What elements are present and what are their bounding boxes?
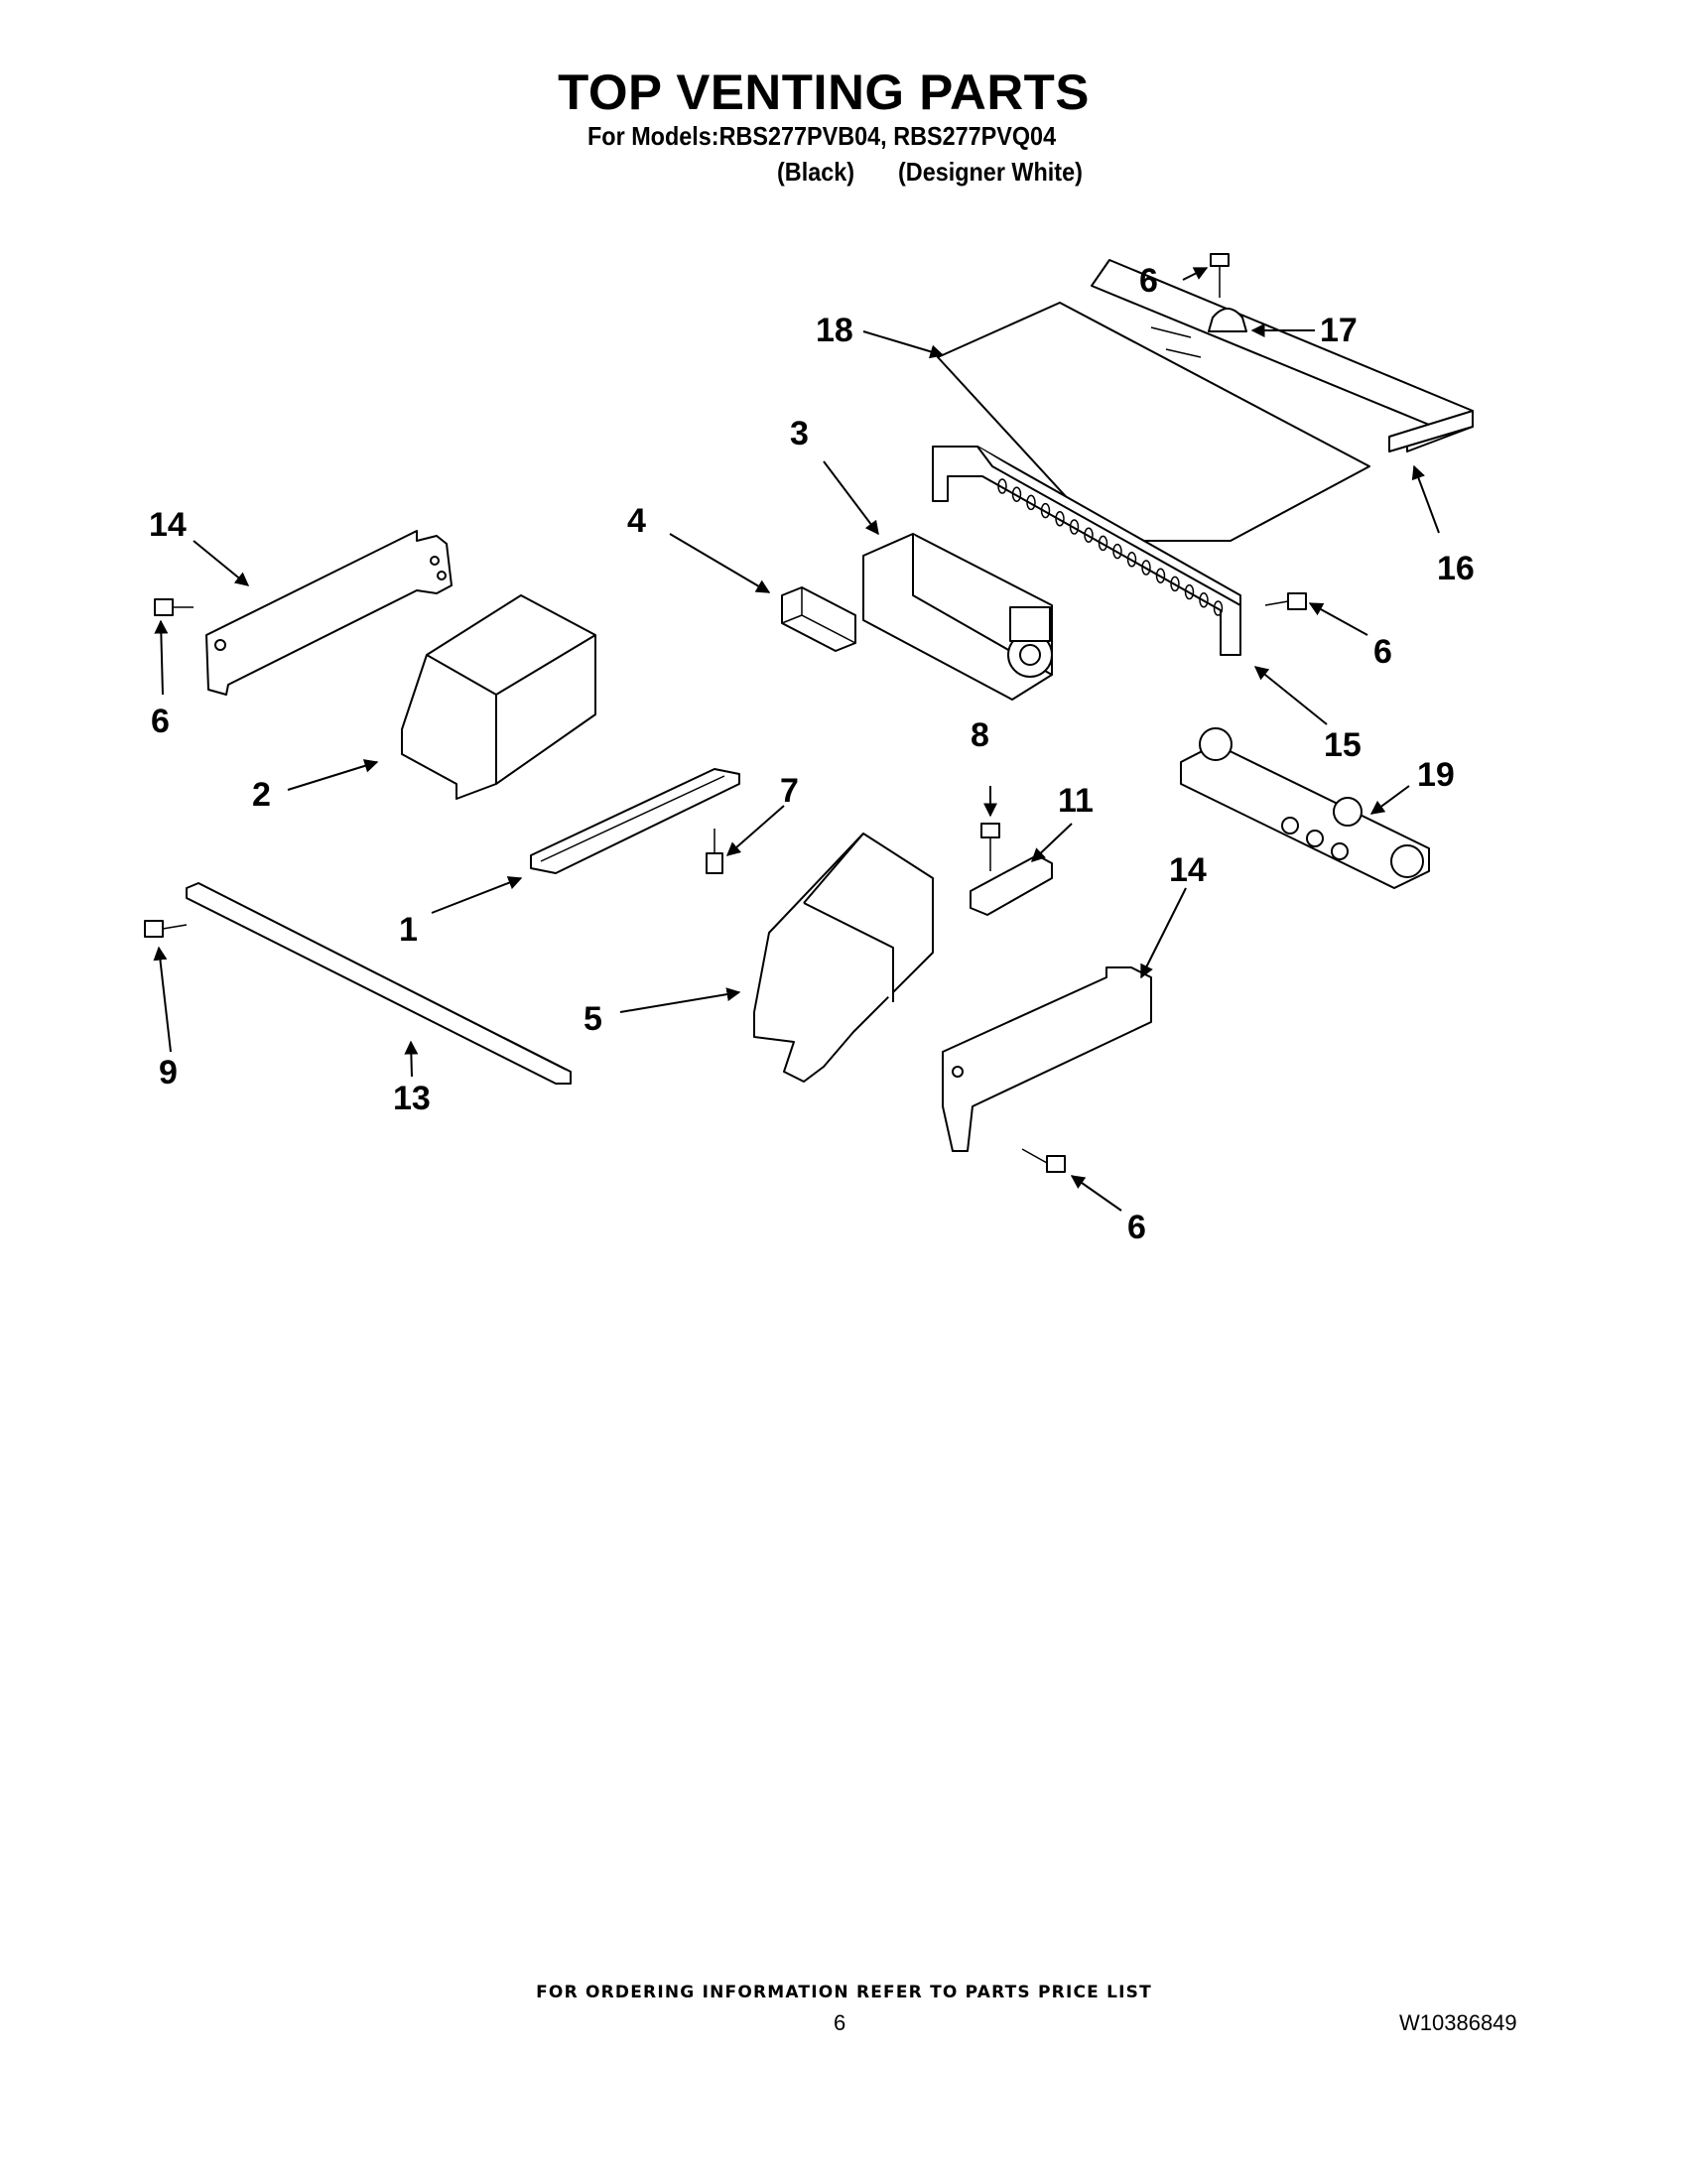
part-6-screw-right — [1264, 592, 1307, 610]
document-number: W10386849 — [1399, 2010, 1517, 2035]
vent-slot — [1098, 535, 1108, 552]
vent-slot — [1184, 583, 1195, 600]
vent-slot — [1213, 600, 1224, 616]
callout-5: 5 — [584, 1000, 602, 1038]
part-16-top-plate — [1091, 259, 1474, 452]
part-13-rail — [186, 882, 572, 1085]
vent-slot — [1026, 494, 1036, 511]
page-number: 6 — [834, 2010, 846, 2035]
vent-slot — [1011, 486, 1022, 502]
part-17-clamp — [1208, 308, 1247, 332]
part-15-vent-channel — [932, 446, 1241, 656]
part-18-vent-cover — [937, 302, 1370, 542]
part-7-screw — [706, 829, 723, 874]
part-19-control-board — [1180, 727, 1430, 889]
vent-slot — [1069, 519, 1080, 535]
ordering-note: FOR ORDERING INFORMATION REFER TO PARTS … — [536, 1983, 1152, 2002]
leader-lines — [153, 267, 1440, 1212]
vent-slot — [1055, 511, 1065, 527]
vent-slot — [1084, 527, 1094, 543]
vent-slot — [997, 478, 1007, 494]
callout-6: 6 — [1373, 633, 1392, 671]
vent-slot — [1112, 543, 1122, 560]
callout-19: 19 — [1417, 756, 1455, 794]
variant-white-label: (Designer White) — [898, 157, 1083, 187]
callout-6: 6 — [1139, 262, 1158, 300]
callout-labels: 6 17 18 16 3 4 14 6 6 15 2 8 11 19 7 1 1… — [149, 262, 1475, 1246]
part-2-air-duct — [401, 594, 596, 800]
callout-17: 17 — [1320, 312, 1358, 349]
part-9-screw — [144, 920, 188, 938]
part-6-screw-left — [154, 598, 194, 616]
callout-6: 6 — [1127, 1209, 1146, 1246]
part-14-bracket-lower — [942, 966, 1152, 1152]
part-11-terminal-block — [970, 854, 1053, 916]
callout-13: 13 — [393, 1080, 431, 1117]
callout-14: 14 — [1169, 851, 1207, 889]
part-3-damper-assembly — [862, 533, 1053, 701]
vent-slot — [1040, 502, 1051, 519]
callout-3: 3 — [790, 415, 809, 452]
callout-9: 9 — [159, 1054, 178, 1092]
callout-16: 16 — [1437, 550, 1475, 587]
callout-14: 14 — [149, 506, 187, 544]
callout-6: 6 — [151, 703, 170, 740]
callout-18: 18 — [816, 312, 853, 349]
page-title: TOP VENTING PARTS — [558, 64, 1090, 120]
part-14-bracket-upper — [205, 530, 453, 696]
callout-8: 8 — [971, 716, 989, 754]
callout-7: 7 — [780, 772, 799, 810]
callout-4: 4 — [627, 502, 646, 540]
callout-11: 11 — [1058, 782, 1094, 820]
callout-2: 2 — [252, 776, 271, 814]
vent-slot — [1170, 576, 1180, 592]
part-6-screw-bottom — [1021, 1148, 1066, 1173]
part-6-screw-top — [1210, 253, 1230, 298]
part-4-foam-block — [781, 586, 856, 652]
variant-black-label: (Black) — [777, 157, 855, 187]
callout-1: 1 — [399, 911, 418, 949]
vent-slot — [1126, 552, 1137, 568]
part-1-channel — [530, 768, 740, 874]
vent-slot — [1199, 592, 1209, 608]
part-5-duct-housing — [753, 833, 934, 1083]
models-line: For Models:RBS277PVB04, RBS277PVQ04 — [587, 121, 1057, 151]
callout-15: 15 — [1324, 726, 1362, 764]
part-8-screw — [980, 823, 1000, 871]
vent-slot — [1155, 568, 1166, 583]
vent-slot — [1141, 560, 1151, 576]
